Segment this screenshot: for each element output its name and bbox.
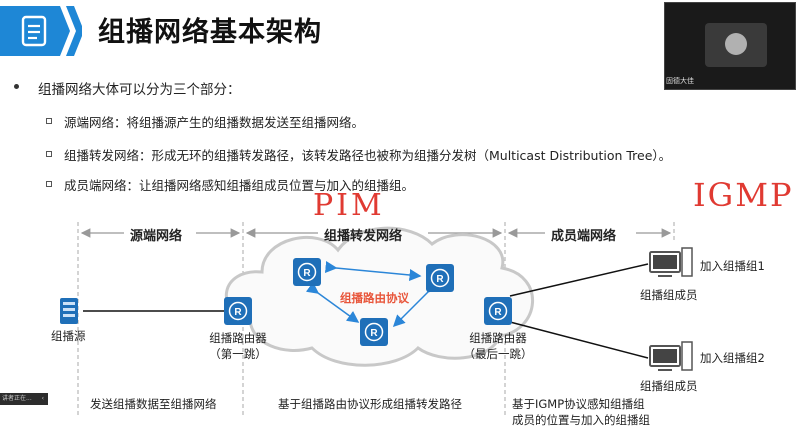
member2-label: 组播组成员 [640, 379, 698, 393]
protocol-arrows [305, 261, 440, 328]
part-source: 源端网络：将组播源产生的组播数据发送至组播网络。 [64, 115, 365, 130]
annotation-igmp: IGMP [693, 176, 794, 214]
avatar [725, 33, 747, 55]
router-last-name: 组播路由器 [469, 331, 527, 345]
multicast-source-server-icon [60, 298, 78, 324]
router-last-hop-icon: R [484, 297, 512, 325]
router-cloud-3-icon: R [360, 318, 388, 346]
svg-text:R: R [494, 307, 502, 318]
section-label-source: 源端网络 [130, 229, 183, 244]
speaker-tile-bg [705, 23, 767, 67]
router-last-label: 组播路由器 （最后一跳） [452, 330, 544, 362]
router-cloud-1-icon: R [293, 258, 321, 286]
intro-text: 组播网络大体可以分为三个部分： [38, 82, 241, 98]
router-last-hop-note: （最后一跳） [463, 347, 533, 361]
presenter-bar-label: 讲者正在... [2, 395, 32, 402]
part-member: 成员端网络：让组播网络感知组播组成员位置与加入的组播组。 [64, 178, 415, 193]
video-participant-name: 固德大佳 [666, 77, 694, 85]
sub-bullet-marker [46, 118, 52, 124]
header-icon-block [0, 2, 84, 60]
svg-text:R: R [436, 274, 444, 285]
document-icon [20, 15, 48, 51]
chevron-left-icon[interactable]: ‹ [41, 395, 44, 402]
svg-text:R: R [234, 307, 242, 318]
router-first-hop-note: （第一跳） [209, 347, 267, 361]
member1-join-label: 加入组播组1 [700, 259, 765, 273]
desc-source: 发送组播数据至组播网络 [90, 397, 217, 411]
page-title: 组播网络基本架构 [98, 17, 322, 48]
desc-member-line1: 基于IGMP协议感知组播组 [512, 397, 645, 411]
desc-member: 基于IGMP协议感知组播组 成员的位置与加入的组播组 [512, 396, 650, 428]
member-pc-2-icon [649, 341, 693, 371]
router-first-hop-icon: R [224, 297, 252, 325]
annotation-pim: PIM [313, 188, 385, 223]
protocol-label: 组播路由协议 [340, 291, 409, 305]
source-label: 组播源 [51, 329, 86, 343]
member1-label: 组播组成员 [640, 288, 698, 302]
desc-forward: 基于组播路由协议形成组播转发路径 [278, 397, 462, 411]
sub-bullet-marker [46, 151, 52, 157]
desc-member-line2: 成员的位置与加入的组播组 [512, 413, 650, 427]
sub-bullet-marker [46, 181, 52, 187]
router-first-label: 组播路由器 （第一跳） [196, 330, 280, 362]
part-forward: 组播转发网络：形成无环的组播转发路径，该转发路径也被称为组播分发树（Multic… [64, 148, 672, 163]
member-pc-1-icon [649, 247, 693, 277]
section-label-member: 成员端网络 [551, 229, 617, 244]
svg-text:R: R [370, 328, 378, 339]
section-label-forward: 组播转发网络 [324, 229, 403, 244]
member2-join-label: 加入组播组2 [700, 351, 765, 365]
svg-text:R: R [303, 268, 311, 279]
presenter-bar[interactable]: 讲者正在... ‹ [0, 393, 48, 405]
main-bullet-dot [14, 84, 19, 89]
router-cloud-2-icon: R [426, 264, 454, 292]
router-first-name: 组播路由器 [209, 331, 267, 345]
